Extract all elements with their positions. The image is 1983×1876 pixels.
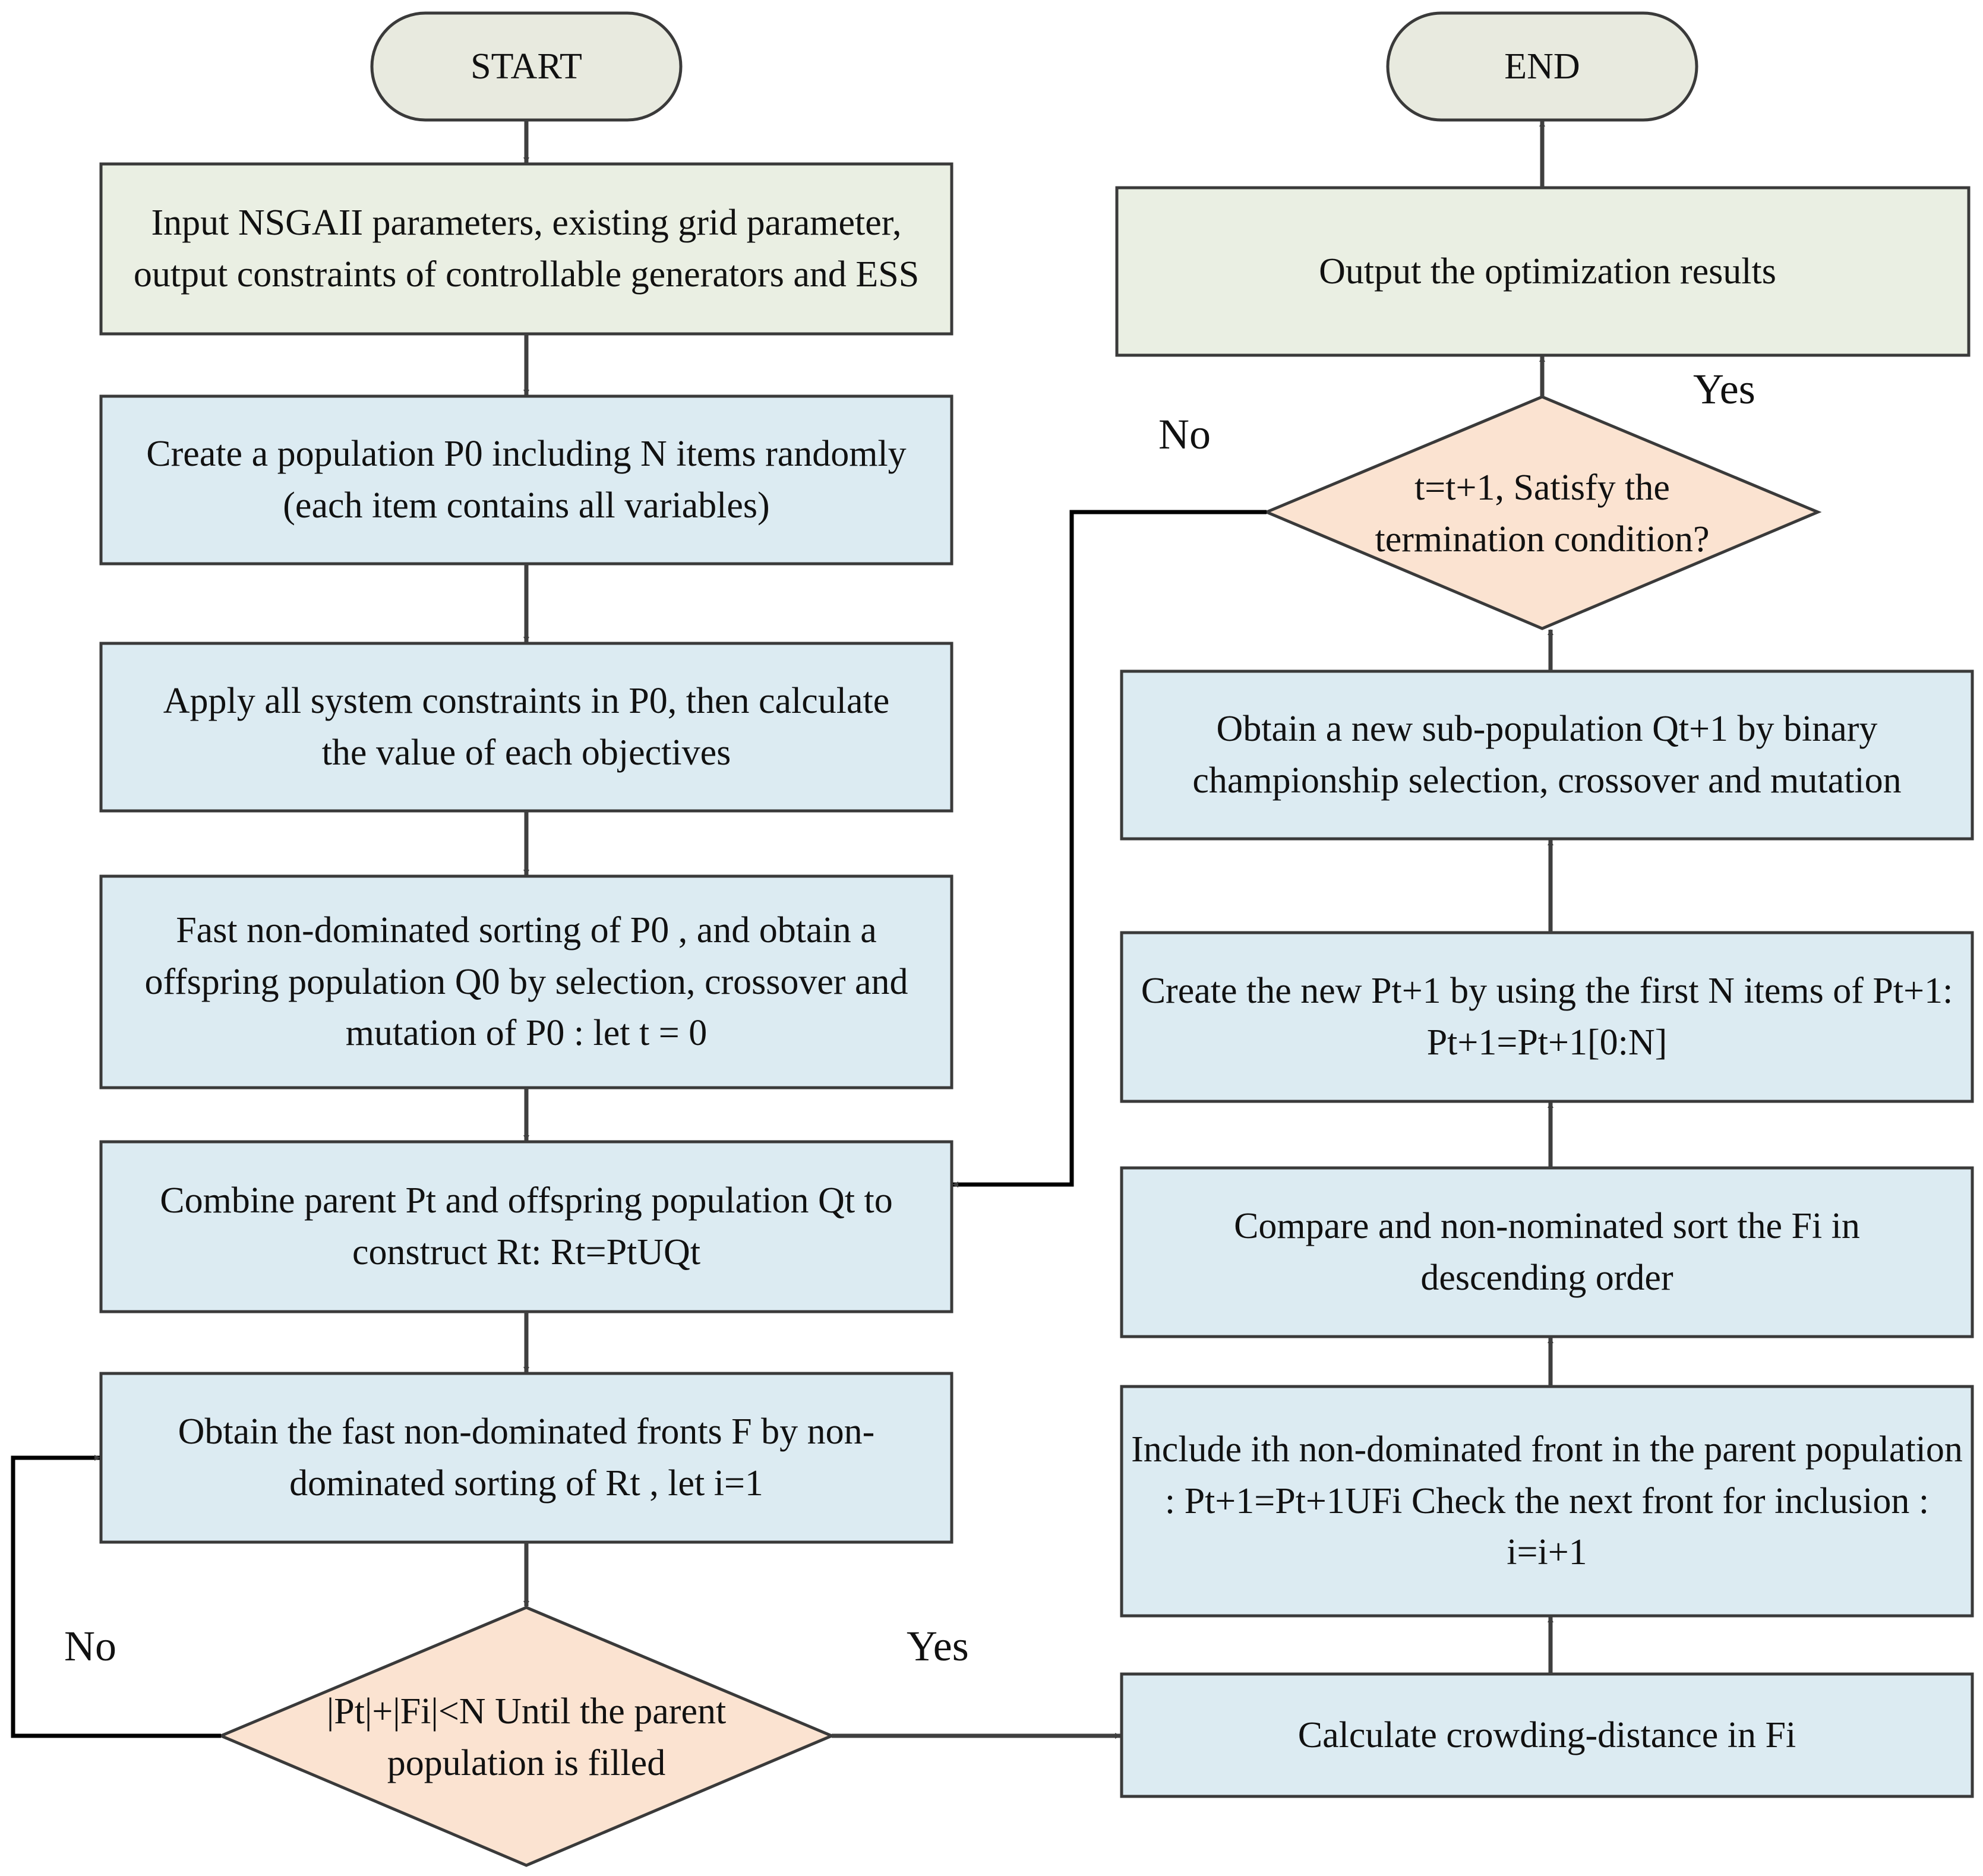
create-new-label: Create the new Pt+1 by using the first N… <box>1141 971 1953 1063</box>
fast-sorting-box <box>99 874 953 1089</box>
termination-decision-diamond <box>1262 395 1822 630</box>
termination-decision-label: t=t+1, Satisfy the termination condition… <box>1375 468 1710 560</box>
combine-label: Combine parent Pt and offspring populati… <box>160 1180 893 1272</box>
fast-sorting-label: Fast non-dominated sorting of P0 , and o… <box>144 909 908 1054</box>
loop-termination-no-to-combine <box>952 510 1267 1187</box>
create-new-box <box>1120 931 1974 1103</box>
create-population-label: Create a population P0 including N items… <box>146 434 907 526</box>
fill-decision-label: |Pt|+|Fi|<N Until the parent population … <box>326 1691 727 1783</box>
compare-sort-label: Compare and non-nominated sort the Fi in… <box>1234 1206 1860 1298</box>
compare-sort-box <box>1120 1166 1974 1338</box>
crowding-label: Calculate crowding-distance in Fi <box>1297 1714 1796 1755</box>
fill-yes-label: Yes <box>907 1622 969 1670</box>
include-front-label: Include ith non-dominated front in the p… <box>1131 1429 1963 1573</box>
create-population-box <box>99 394 953 566</box>
input-parameters-box <box>99 162 953 336</box>
crowding-box <box>1120 1672 1974 1798</box>
end-terminal <box>1386 11 1698 122</box>
output-results-label: Output the optimization results <box>1319 251 1776 292</box>
sub-population-label: Obtain a new sub-population Qt+1 by bina… <box>1192 709 1902 801</box>
start-label: START <box>471 46 582 87</box>
fill-no-label: No <box>64 1622 116 1670</box>
input-parameters-label: Input NSGAII parameters, existing grid p… <box>133 203 920 295</box>
fill-decision-diamond <box>217 1606 836 1867</box>
loop-fill-no-to-fronts <box>11 1455 221 1738</box>
obtain-fronts-label: Obtain the fast non-dominated fronts F b… <box>178 1411 875 1504</box>
sub-population-box <box>1120 669 1974 841</box>
end-label: END <box>1504 46 1580 87</box>
termination-yes-label: Yes <box>1693 365 1755 413</box>
apply-constraints-label: Apply all system constraints in P0, then… <box>163 681 890 773</box>
include-front-box <box>1120 1385 1974 1618</box>
termination-no-label: No <box>1158 410 1211 458</box>
apply-constraints-box <box>99 642 953 813</box>
